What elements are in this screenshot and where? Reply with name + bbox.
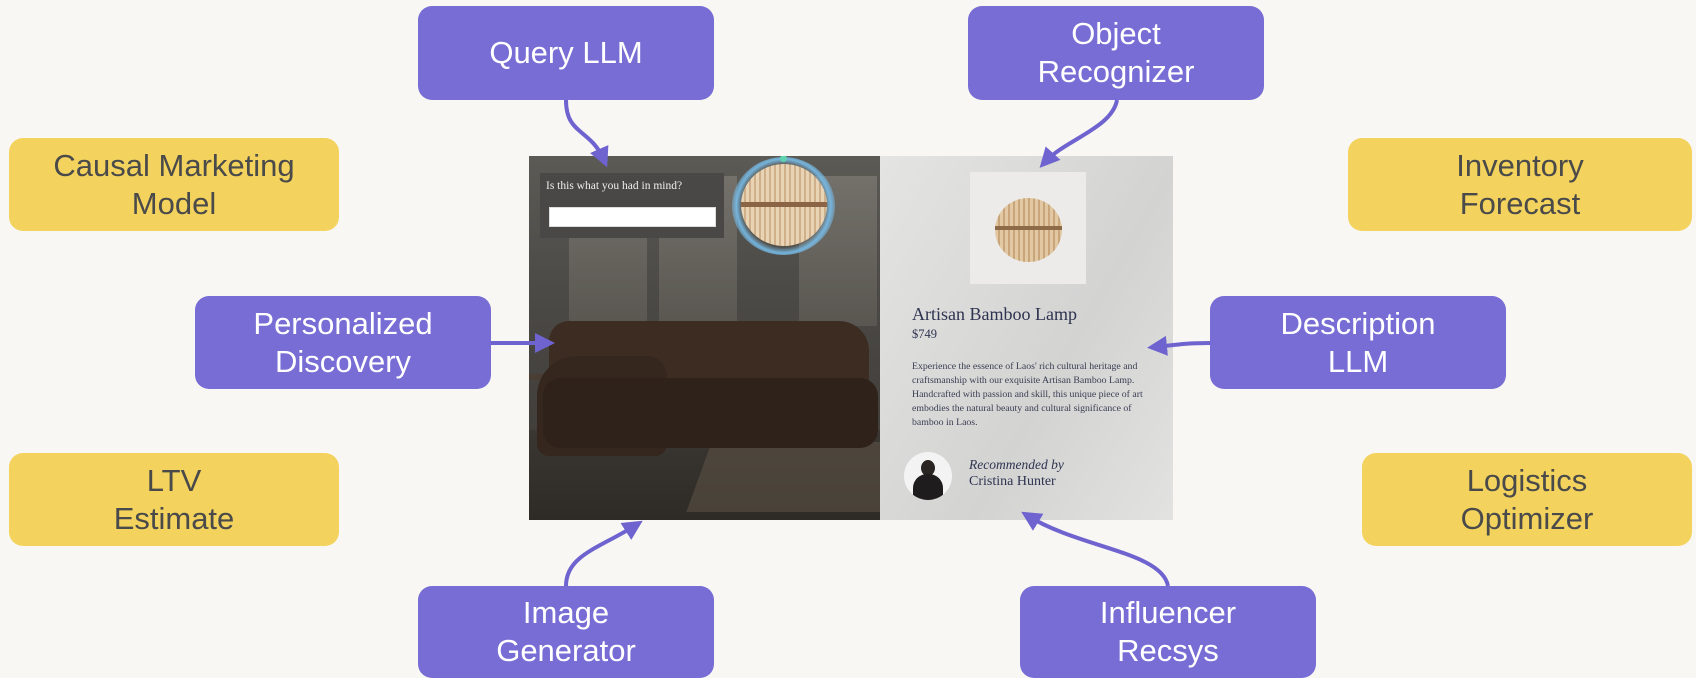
product-mockup: Is this what you had in mind? Artisan Ba…	[529, 156, 1173, 520]
ltv-estimate-node: LTV Estimate	[9, 453, 339, 546]
hotspot-dot[interactable]	[780, 156, 787, 162]
query-card: Is this what you had in mind?	[540, 173, 724, 238]
query-input[interactable]	[549, 207, 716, 227]
causal-marketing-model-node: Causal Marketing Model	[9, 138, 339, 231]
object-recognizer-node: Object Recognizer	[968, 6, 1264, 100]
arrow-query-llm	[564, 99, 609, 168]
product-thumbnail[interactable]	[970, 172, 1086, 284]
inventory-forecast-node: Inventory Forecast	[1348, 138, 1692, 231]
image-generator-node: Image Generator	[418, 586, 714, 678]
arrow-image-generator	[564, 520, 643, 587]
recommender-name[interactable]: Cristina Hunter	[969, 474, 1056, 489]
personalized-discovery-node: Personalized Discovery	[195, 296, 491, 389]
query-prompt: Is this what you had in mind?	[546, 180, 683, 192]
product-price: $749	[912, 327, 937, 341]
product-description: Experience the essence of Laos' rich cul…	[912, 361, 1143, 428]
avatar[interactable]	[904, 452, 952, 500]
logistics-optimizer-node: Logistics Optimizer	[1362, 453, 1692, 546]
product-panel: Artisan Bamboo Lamp $749 Experience the …	[880, 156, 1173, 520]
query-llm-node: Query LLM	[418, 6, 714, 100]
recommended-by-label: Recommended by	[969, 457, 1064, 472]
arrow-object-recognizer	[1039, 99, 1119, 168]
room-image: Is this what you had in mind?	[529, 156, 880, 520]
arrow-influencer-recsys	[1021, 511, 1170, 587]
lamp-thumbnail-image	[995, 198, 1062, 262]
description-llm-node: Description LLM	[1210, 296, 1506, 389]
influencer-recsys-node: Influencer Recsys	[1020, 586, 1316, 678]
product-name[interactable]: Artisan Bamboo Lamp	[912, 304, 1077, 324]
